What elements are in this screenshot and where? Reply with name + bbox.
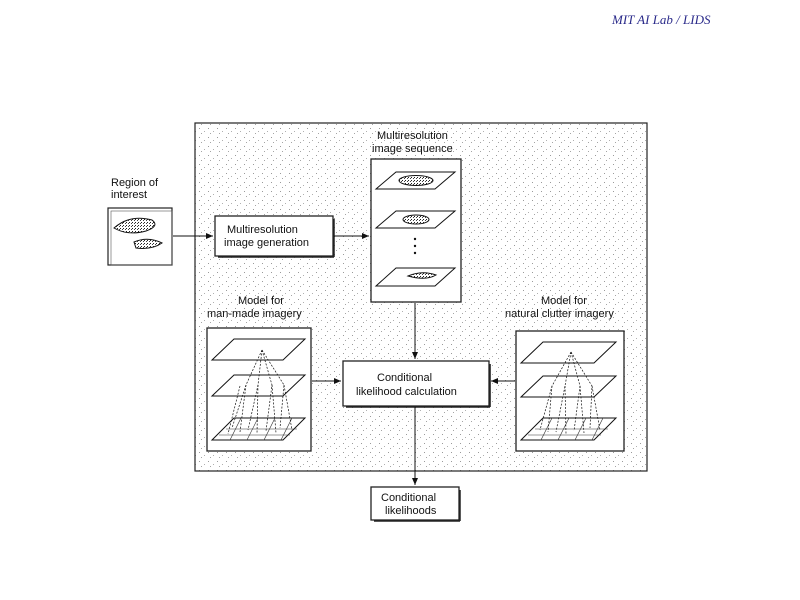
output-box xyxy=(370,486,461,522)
generation-box-line1: Multiresolution xyxy=(227,224,298,236)
likelihood-box xyxy=(342,360,491,408)
likelihood-box-line2: likelihood calculation xyxy=(356,386,457,398)
region-image xyxy=(107,207,173,266)
header-title: MIT AI Lab / LIDS xyxy=(612,12,711,27)
region-label-line2: interest xyxy=(111,189,147,201)
region-label-line1: Region of xyxy=(111,177,159,189)
output-box-line1: Conditional xyxy=(381,492,436,504)
sequence-label-line2: image sequence xyxy=(372,143,453,155)
clutter-model-pyramid xyxy=(515,330,625,452)
generation-box xyxy=(214,215,335,258)
likelihood-box-line1: Conditional xyxy=(377,372,432,384)
connector-arrows xyxy=(173,233,515,485)
clutter-label-line1: Model for xyxy=(541,295,587,307)
manmade-label-line1: Model for xyxy=(238,295,284,307)
manmade-label-line2: man-made imagery xyxy=(207,308,302,320)
sequence-label-line1: Multiresolution xyxy=(377,130,448,142)
clutter-label-line2: natural clutter imagery xyxy=(505,308,614,320)
image-sequence xyxy=(370,158,462,303)
output-box-line2: likelihoods xyxy=(385,505,437,517)
generation-box-line2: image generation xyxy=(224,237,309,249)
manmade-model-pyramid xyxy=(206,327,312,452)
